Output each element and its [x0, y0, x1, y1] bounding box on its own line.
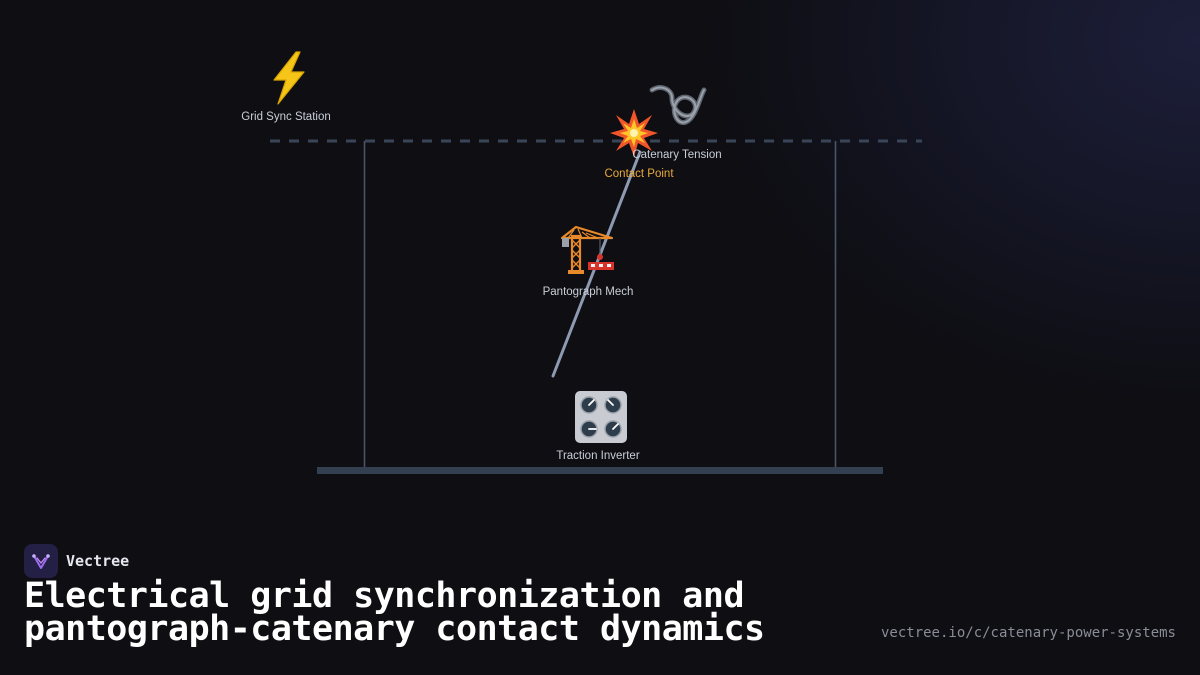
contact-point-label: Contact Point [604, 168, 674, 180]
curly-loop-icon [649, 85, 707, 126]
pantograph-mech-label: Pantograph Mech [542, 286, 634, 298]
brand[interactable]: Vectree [24, 544, 129, 578]
vectree-logo-icon [24, 544, 58, 578]
page-title: Electrical grid synchronization and pant… [24, 576, 765, 649]
control-knobs-icon [575, 391, 627, 443]
lightning-bolt-icon [273, 51, 305, 105]
brand-name: Vectree [66, 552, 130, 570]
grid-sync-station-label: Grid Sync Station [241, 111, 331, 123]
traction-inverter-label: Traction Inverter [556, 450, 640, 462]
construction-crane-icon [560, 225, 614, 274]
track-base [317, 467, 883, 474]
source-url[interactable]: vectree.io/c/catenary-power-systems [880, 625, 1176, 641]
collision-spark-icon [610, 109, 658, 157]
catenary-tension-label: Catenary Tension [632, 149, 722, 161]
